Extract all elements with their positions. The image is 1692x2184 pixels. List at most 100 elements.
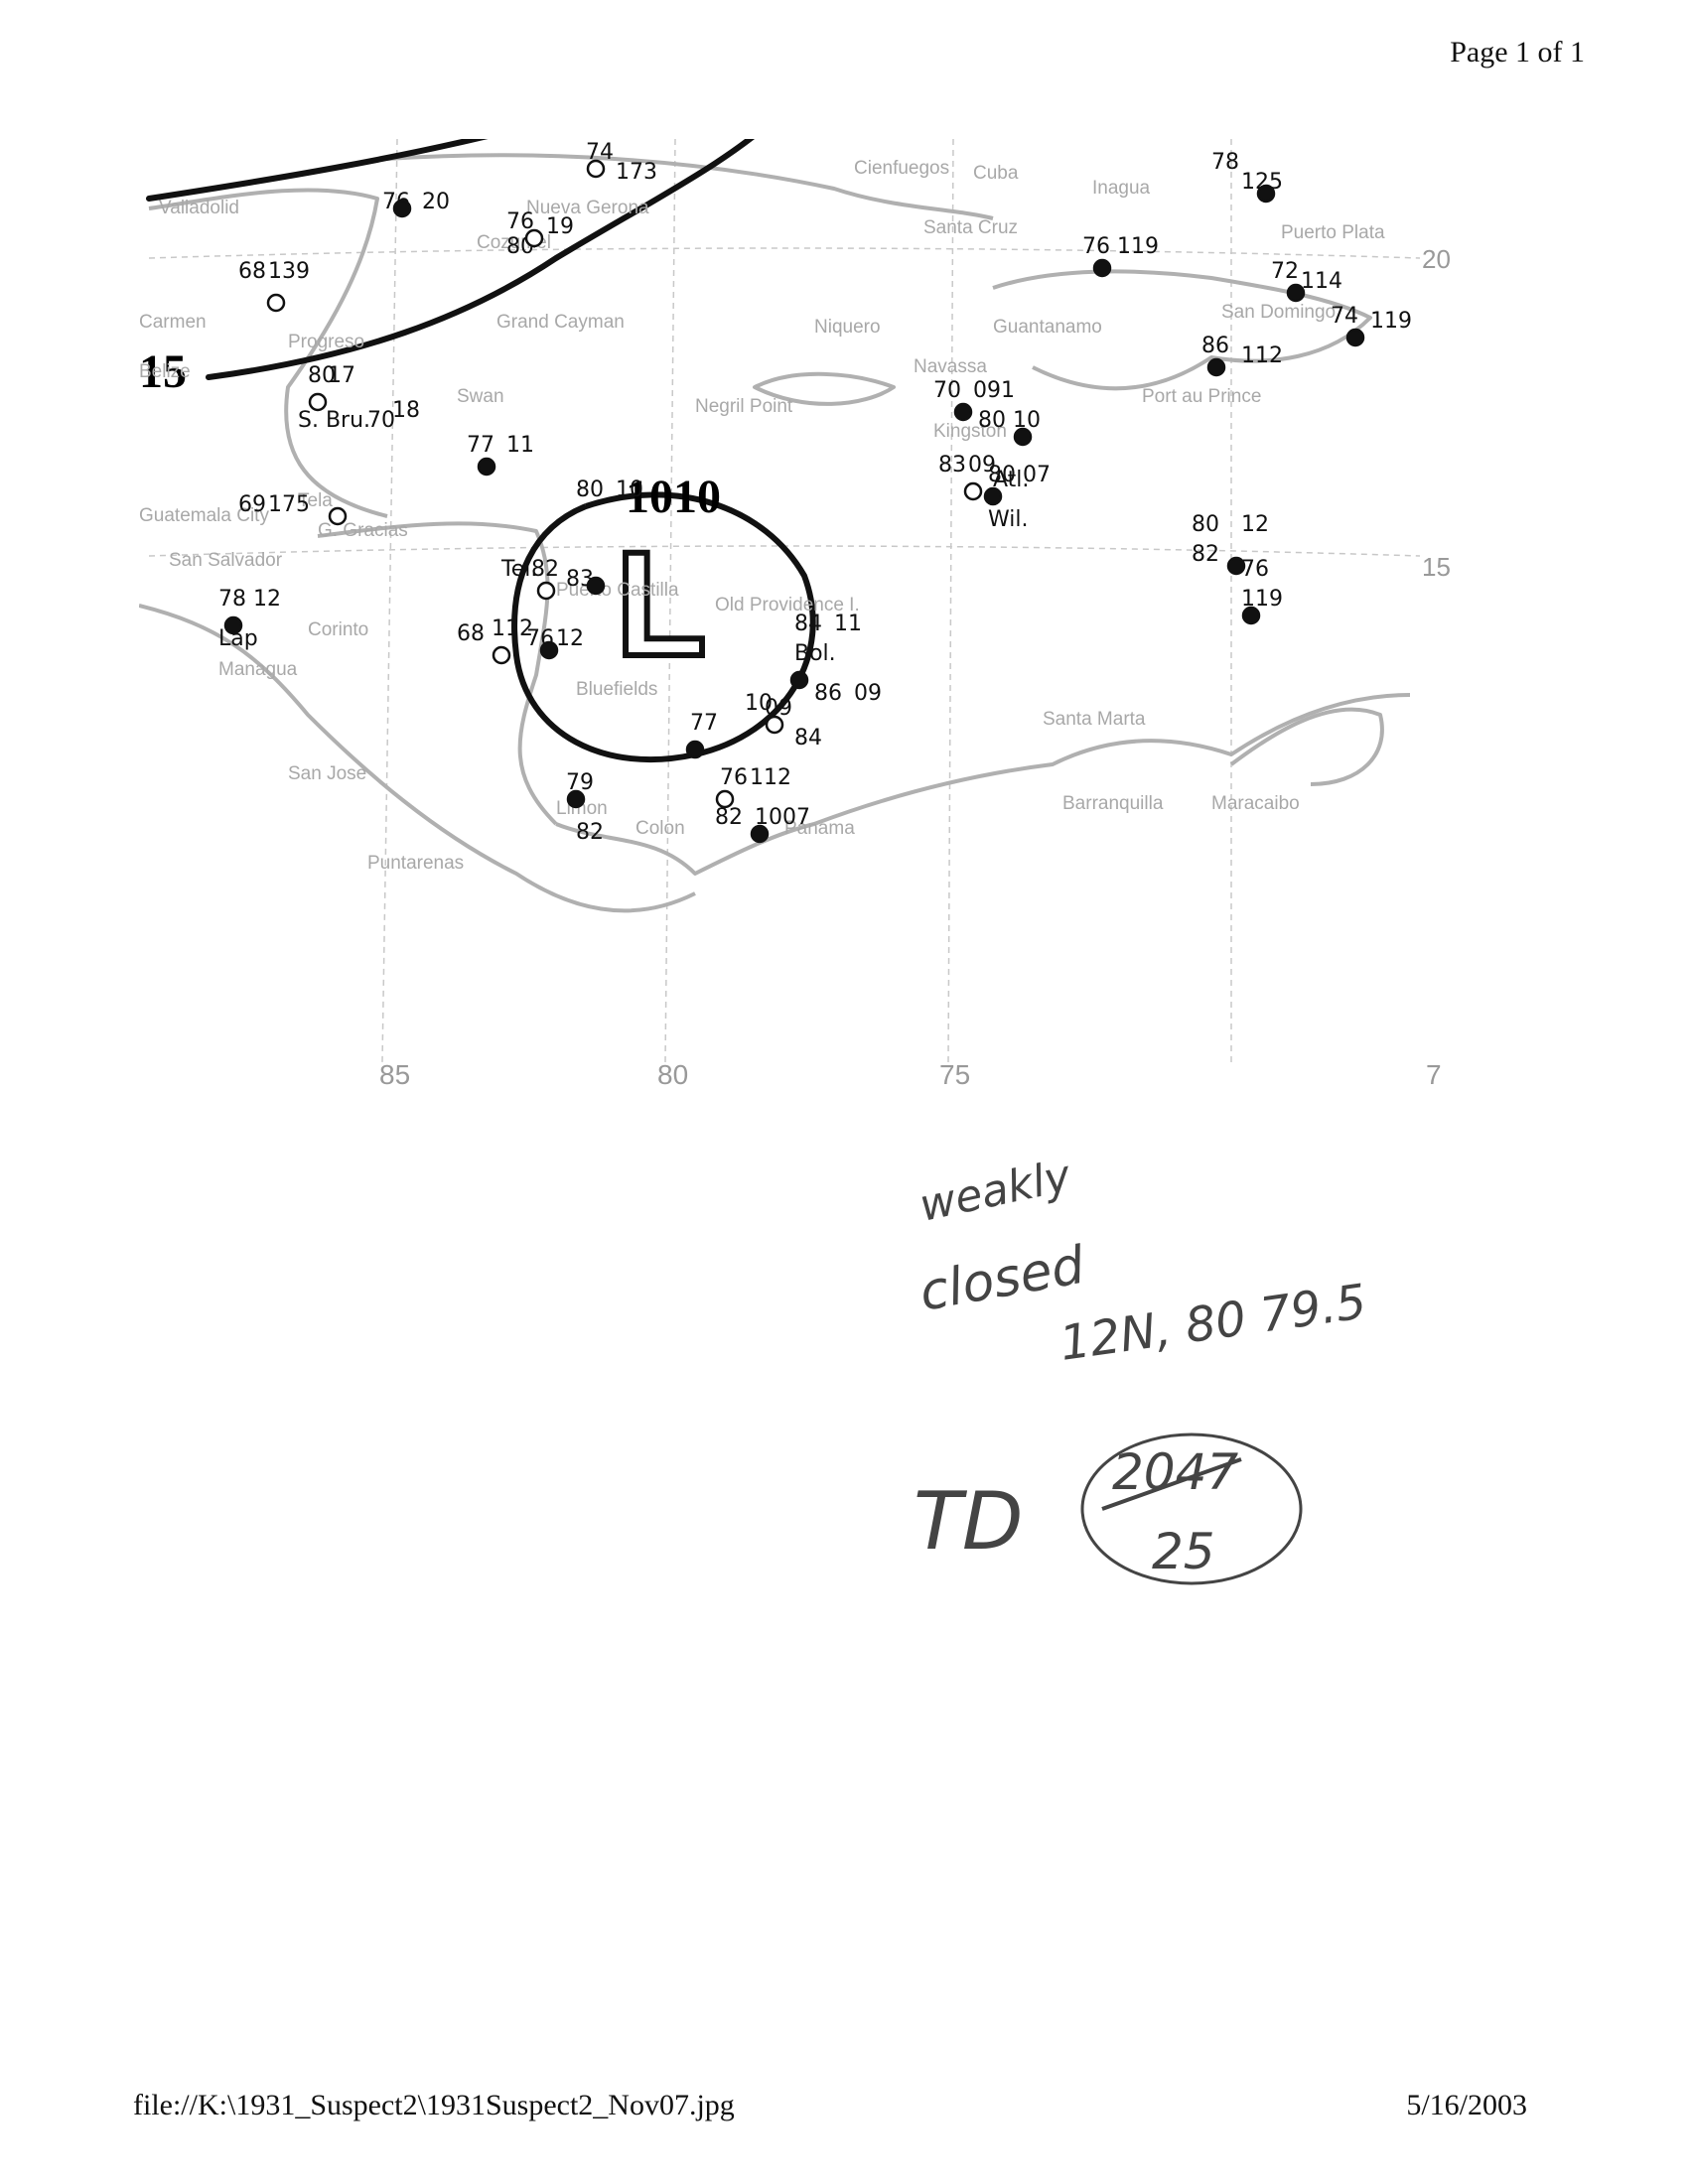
- stations-layer: 7417378125762076198076119721146813974119…: [218, 140, 1412, 845]
- station-marker: [789, 670, 809, 690]
- station-annotation: S. Bru.: [298, 408, 370, 433]
- page-label: Page 1 of 1: [1450, 36, 1585, 68]
- station-annotation: 12: [253, 587, 281, 612]
- note-closed: closed: [916, 1236, 1090, 1323]
- station-marker: [477, 457, 496, 477]
- isobar-1010-label: 1010: [626, 471, 721, 523]
- coastlines: [139, 153, 1411, 913]
- station-marker: [1256, 184, 1276, 204]
- station-annotation: 74: [1331, 304, 1358, 329]
- place-name: Santa Marta: [1043, 709, 1146, 730]
- station-marker: [953, 402, 973, 422]
- station-annotation: 80: [978, 408, 1006, 433]
- station-annotation: 112: [750, 765, 791, 790]
- station-annotation: 76: [1082, 234, 1110, 259]
- station-annotation: 139: [268, 259, 310, 284]
- station-marker: [750, 824, 770, 844]
- longitude-labels: 85 80 75 7: [379, 1059, 1442, 1090]
- side-label-15: 15: [1422, 552, 1450, 582]
- station-annotation: 76: [506, 209, 534, 234]
- station-annotation: 09: [968, 453, 996, 478]
- station-annotation: 86: [1201, 334, 1229, 358]
- station-marker: [1013, 427, 1033, 447]
- side-labels: 20 15: [1422, 244, 1450, 582]
- station-annotation: 10: [745, 691, 773, 716]
- station-annotation: 80: [988, 463, 1016, 487]
- station-annotation: 12: [1241, 512, 1269, 537]
- side-label-20: 20: [1422, 244, 1450, 274]
- station-annotation: 18: [392, 398, 420, 423]
- place-name: Swan: [457, 386, 504, 407]
- place-name: Panama: [784, 818, 855, 839]
- station-annotation: 12: [556, 626, 584, 651]
- coast-yucatan: [148, 188, 388, 518]
- station-marker: [328, 506, 348, 526]
- place-name: Navassa: [914, 356, 987, 377]
- station-annotation: Bol.: [794, 641, 836, 666]
- station-annotation: 82: [1192, 542, 1219, 567]
- station-annotation: 091: [973, 378, 1015, 403]
- place-name: Valladolid: [159, 198, 239, 218]
- station-annotation: 82: [715, 805, 743, 830]
- station-annotation: 112: [1241, 343, 1283, 368]
- lon-label-80: 80: [657, 1059, 688, 1090]
- place-name: Negril Point: [695, 396, 793, 417]
- station-annotation: 119: [1117, 234, 1159, 259]
- place-name: Santa Cruz: [923, 217, 1018, 238]
- place-name: Cienfuegos: [854, 158, 949, 179]
- station-annotation: 76: [720, 765, 748, 790]
- station-marker: [524, 228, 544, 248]
- station-marker: [1226, 556, 1246, 576]
- note-strike-line: [1101, 1457, 1242, 1511]
- place-name: Nueva Gerona: [526, 198, 649, 218]
- place-name: G. Gracias: [318, 520, 408, 541]
- note-circle: [1080, 1433, 1303, 1585]
- place-name: Carmen: [139, 312, 207, 333]
- coast-hispaniola: [992, 269, 1372, 391]
- station-annotation: 175: [268, 492, 310, 517]
- coast-jamaica: [753, 371, 896, 406]
- isobar-15: [206, 139, 756, 380]
- graticule-lon-85: [381, 139, 398, 1063]
- station-marker: [392, 199, 412, 218]
- station-marker: [586, 576, 606, 596]
- station-annotation: 70: [367, 408, 395, 433]
- station-annotation: 80: [576, 478, 604, 502]
- station-annotation: 84: [794, 726, 822, 751]
- lon-label-75: 75: [939, 1059, 970, 1090]
- place-name: Guatemala City: [139, 505, 269, 526]
- note-position: 12N, 80 79.5: [1057, 1274, 1369, 1372]
- coast-panama: [555, 822, 815, 876]
- station-annotation: 82: [531, 557, 559, 582]
- station-annotation: 77: [690, 711, 718, 736]
- station-annotation: 07: [1023, 463, 1051, 487]
- station-annotation: 19: [546, 214, 574, 239]
- place-name: San Jose: [288, 763, 366, 784]
- station-marker: [1092, 258, 1112, 278]
- station-annotation: 72: [1271, 259, 1299, 284]
- station-marker: [715, 789, 735, 809]
- station-annotation: 68: [238, 259, 266, 284]
- coast-colombia: [813, 693, 1411, 826]
- station-annotation: 112: [492, 616, 533, 641]
- station-annotation: 70: [933, 378, 961, 403]
- coast-cuba: [386, 153, 994, 220]
- station-marker: [492, 645, 511, 665]
- station-marker: [539, 640, 559, 660]
- station-marker: [685, 740, 705, 759]
- station-annotation: 09: [854, 681, 882, 706]
- place-name: Inagua: [1092, 178, 1151, 199]
- station-annotation: 11: [506, 433, 534, 458]
- station-annotation: 78: [218, 587, 246, 612]
- lon-label-85: 85: [379, 1059, 410, 1090]
- station-annotation: 78: [1211, 150, 1239, 175]
- place-name: Guantanamo: [993, 317, 1102, 338]
- station-annotation: 17: [328, 363, 355, 388]
- station-marker: [1206, 357, 1226, 377]
- coast-gulf-of-venezuela: [1229, 707, 1384, 786]
- isobar-upper: [146, 139, 489, 202]
- place-name: Puntarenas: [367, 853, 464, 874]
